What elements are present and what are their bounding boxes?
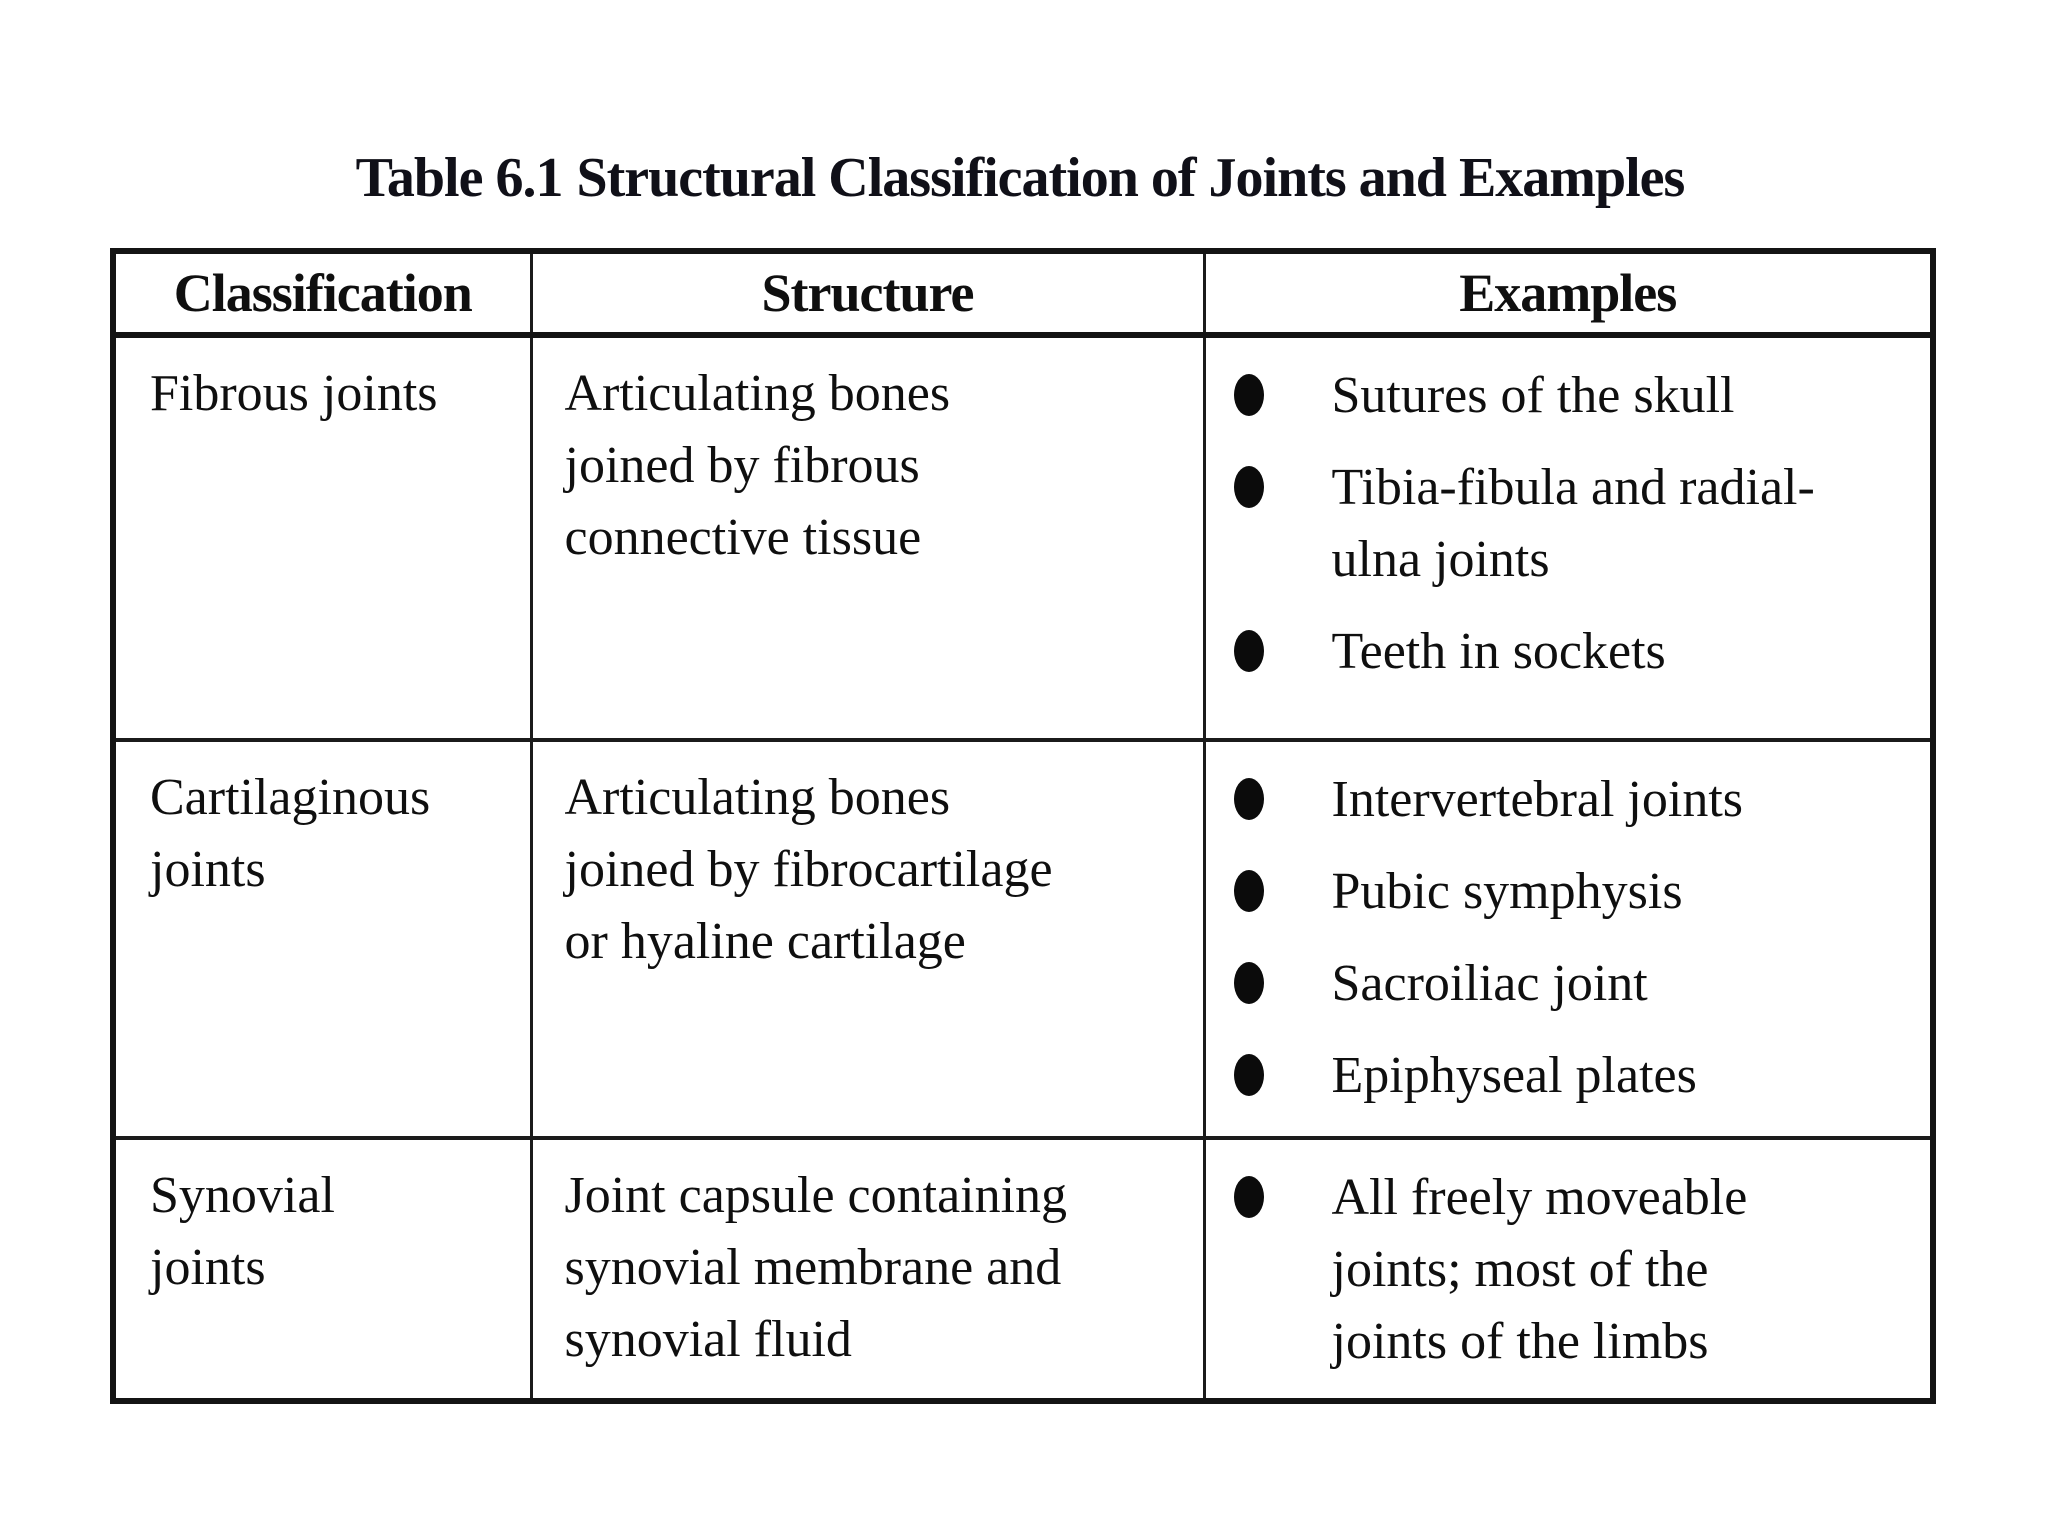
example-item: Intervertebral joints	[1207, 764, 1922, 836]
structure-text: Articulating bones joined by fibrous con…	[564, 365, 951, 566]
example-item-text: Intervertebral joints	[1331, 771, 1744, 828]
header-row: Classification Structure Examples	[111, 249, 1935, 338]
table-row-fibrous: Fibrous joints Articulating bones joined…	[111, 333, 1935, 742]
classification-text: Fibrous joints	[150, 365, 438, 422]
bullet-icon	[1233, 962, 1264, 1004]
example-item-text: Epiphyseal plates	[1331, 1047, 1697, 1104]
cell-structure: Articulating bones joined by fibrocartil…	[529, 738, 1206, 1140]
cell-examples: Intervertebral joints Pubic symphysis Sa…	[1202, 738, 1935, 1140]
table-row-synovial: Synovial joints Joint capsule containing…	[111, 1136, 1935, 1403]
classification-text: Cartilaginous joints	[150, 769, 431, 898]
example-item: Tibia-fibula and radial- ulna joints	[1207, 452, 1922, 596]
table-number-label: Table 6.1	[355, 147, 564, 209]
structure-text: Joint capsule containing synovial membra…	[564, 1167, 1068, 1368]
example-item-text: All freely moveable joints; most of the …	[1331, 1169, 1748, 1370]
classification-text: Synovial joints	[150, 1167, 335, 1296]
example-item-text: Pubic symphysis	[1331, 863, 1683, 920]
bullet-icon	[1233, 630, 1264, 672]
bullet-icon	[1233, 778, 1264, 820]
bullet-icon	[1233, 374, 1264, 416]
column-header-structure: Structure	[529, 249, 1206, 338]
joints-table: Classification Structure Examples Fibrou…	[110, 248, 1936, 1404]
column-header-examples: Examples	[1202, 249, 1935, 338]
cell-examples: All freely moveable joints; most of the …	[1202, 1136, 1935, 1403]
example-item: All freely moveable joints; most of the …	[1207, 1162, 1922, 1378]
column-header-classification: Classification	[111, 249, 533, 338]
table-title-text: Structural Classification of Joints and …	[576, 147, 1685, 209]
bullet-icon	[1233, 1176, 1264, 1218]
bullet-icon	[1233, 1054, 1264, 1096]
cell-structure: Articulating bones joined by fibrous con…	[529, 333, 1206, 742]
cell-classification: Cartilaginous joints	[111, 738, 533, 1140]
example-item-text: Sutures of the skull	[1331, 367, 1735, 424]
structure-text: Articulating bones joined by fibrocartil…	[564, 769, 1053, 970]
bullet-icon	[1233, 870, 1264, 912]
example-item: Teeth in sockets	[1207, 616, 1922, 688]
cell-examples: Sutures of the skull Tibia-fibula and ra…	[1202, 333, 1935, 742]
table-row-cartilaginous: Cartilaginous joints Articulating bones …	[111, 738, 1935, 1140]
example-item-text: Teeth in sockets	[1331, 623, 1666, 680]
example-item: Sutures of the skull	[1207, 360, 1922, 432]
bullet-icon	[1233, 466, 1264, 508]
example-item-text: Sacroiliac joint	[1331, 955, 1648, 1012]
example-item-text: Tibia-fibula and radial- ulna joints	[1331, 459, 1815, 588]
cell-classification: Fibrous joints	[111, 333, 533, 742]
cell-structure: Joint capsule containing synovial membra…	[529, 1136, 1206, 1403]
cell-classification: Synovial joints	[111, 1136, 533, 1403]
example-item: Sacroiliac joint	[1207, 948, 1922, 1020]
example-item: Epiphyseal plates	[1207, 1040, 1922, 1112]
example-item: Pubic symphysis	[1207, 856, 1922, 928]
